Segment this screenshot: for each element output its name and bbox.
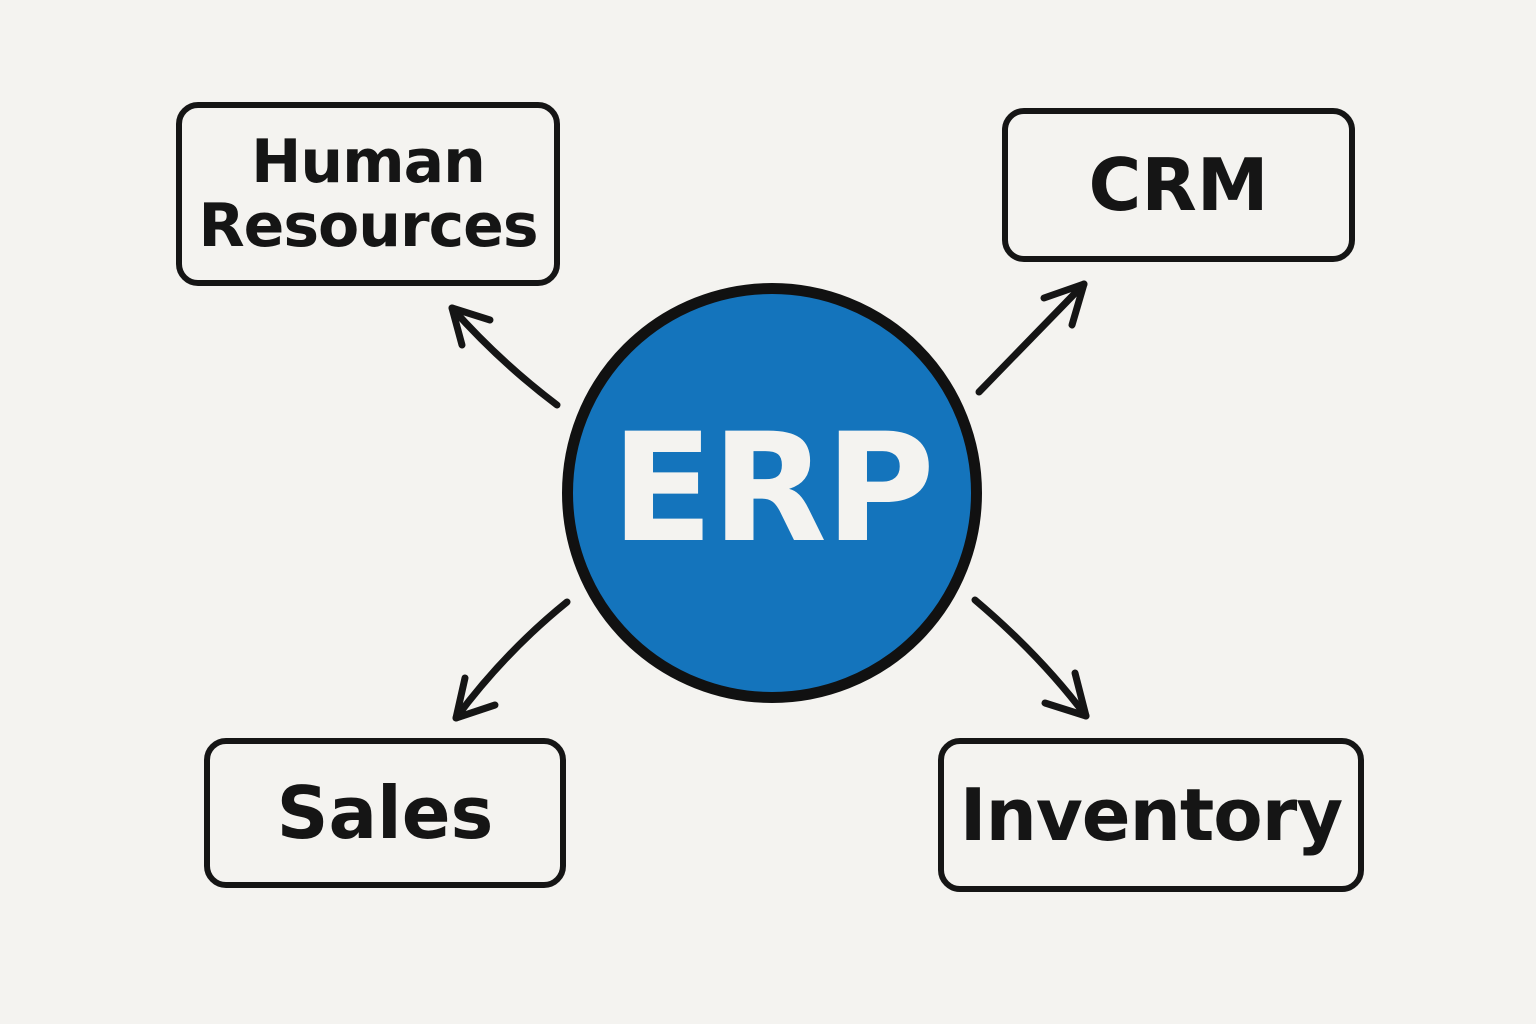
arrowhead-crm [1040, 280, 1088, 329]
module-node-human-resources: Human Resources [176, 102, 560, 286]
arrow-to-inventory [971, 596, 1090, 720]
module-label-line: Resources [198, 191, 538, 261]
module-node-crm: CRM [1002, 108, 1355, 262]
module-node-inventory: Inventory [938, 738, 1364, 892]
arrow-to-hr [448, 304, 561, 409]
module-node-sales: Sales [204, 738, 566, 888]
erp-hub-label: ERP [611, 402, 935, 576]
erp-hub-node: ERP [562, 283, 982, 703]
module-label: Inventory [959, 773, 1343, 857]
module-label: Sales [276, 771, 494, 855]
module-label: CRM [1088, 143, 1269, 227]
arrow-to-crm [975, 280, 1088, 396]
arrowhead-hr [448, 304, 494, 349]
arrowhead-sales [452, 674, 499, 722]
arrow-to-sales [452, 598, 571, 722]
arrowhead-inventory [1041, 669, 1090, 720]
module-label-line: Human [251, 127, 486, 197]
